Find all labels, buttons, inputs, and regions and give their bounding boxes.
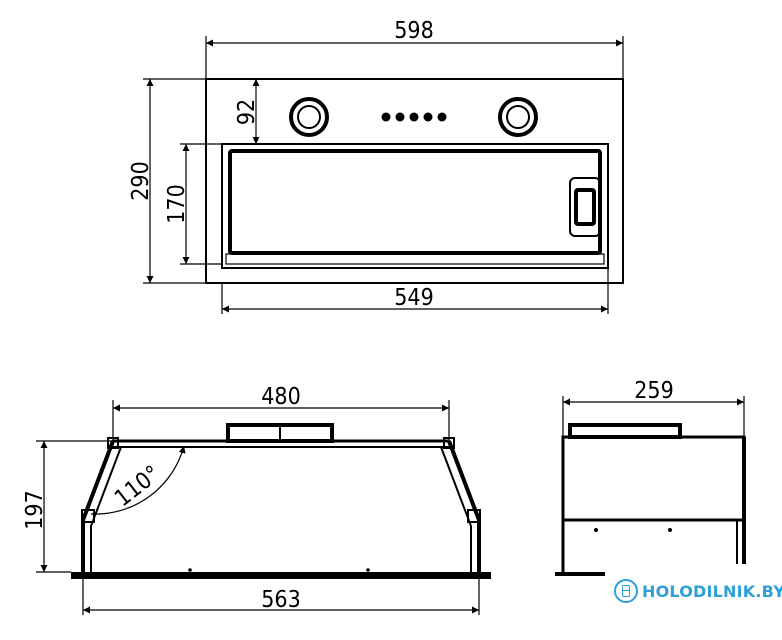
dim-549: 549 [394,285,434,311]
filter-frame-inner [228,149,602,255]
dim-480: 480 [261,384,301,410]
dim-170: 170 [164,184,190,224]
dim-598: 598 [394,18,434,44]
dim-563: 563 [261,587,301,613]
dim-259: 259 [634,378,674,404]
front-view: 598 290 92 170 549 [128,18,624,314]
fridge-icon [614,579,638,603]
depth-top-duct [568,423,682,439]
depth-body [561,435,746,522]
control-buttons [381,112,447,122]
dim-290: 290 [128,161,154,201]
profile-view: 110° 480 197 563 [22,384,491,615]
knob-right [498,97,538,137]
knob-left [289,97,329,137]
filter-frame-outer [221,143,609,269]
brand-logo[interactable]: HOLODILNIK.BY [614,575,782,607]
filter-bottom-lip [225,253,605,265]
filter-handle [569,177,601,237]
filter-handle-grip [574,188,596,226]
bottom-plate [71,572,491,579]
dim-92: 92 [234,99,260,125]
hood-outline [205,78,624,284]
depth-view: 259 [555,378,746,576]
dim-197: 197 [22,490,48,530]
brand-name: HOLODILNIK.BY [642,581,782,601]
